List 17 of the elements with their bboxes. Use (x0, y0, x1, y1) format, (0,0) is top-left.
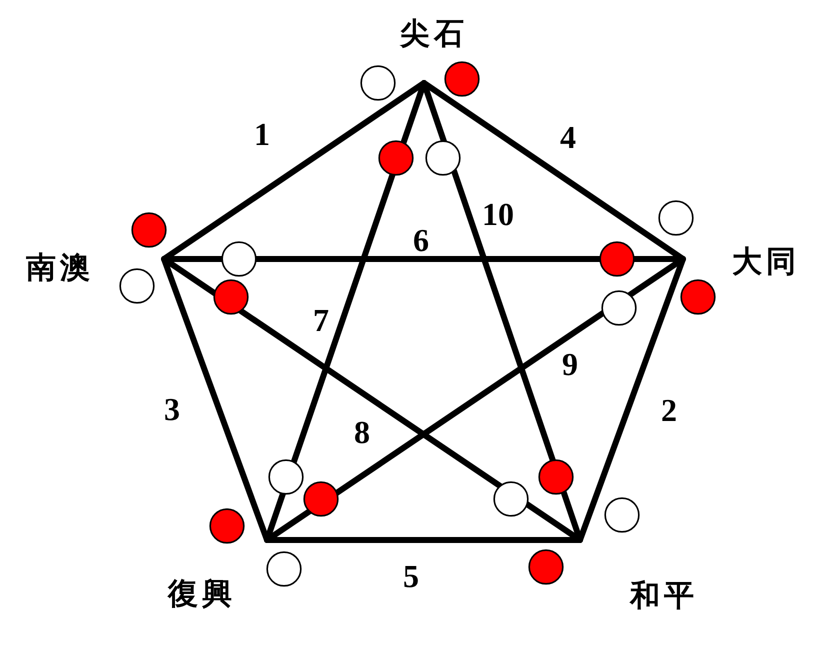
connector-line (421, 80, 583, 543)
connector-line (264, 256, 686, 543)
edge-label: 2 (661, 394, 677, 426)
edge-label: 9 (562, 348, 578, 380)
edge-label: 8 (354, 416, 370, 448)
edge-label: 4 (560, 121, 576, 153)
edge-label: 7 (313, 304, 329, 336)
place-name: 和平 (626, 580, 698, 612)
place-name: 南澳 (22, 252, 94, 284)
edge-label: 5 (403, 560, 419, 592)
place-name: 尖石 (396, 18, 468, 50)
edge-label: 1 (254, 118, 270, 150)
place-name: 復興 (164, 578, 236, 610)
place-name: 大同 (728, 246, 800, 278)
edge-label: 10 (482, 198, 514, 230)
edge-label: 3 (164, 393, 180, 425)
edge-label: 6 (413, 224, 429, 256)
